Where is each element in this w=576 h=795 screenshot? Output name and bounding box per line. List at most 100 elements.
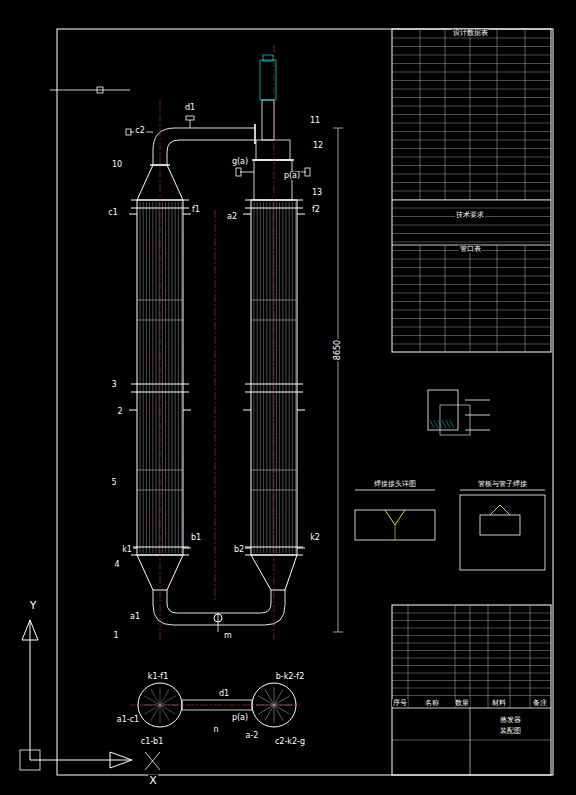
outline — [57, 29, 553, 775]
stroke — [297, 214, 305, 215]
stroke — [392, 688, 551, 689]
stroke — [297, 410, 305, 411]
callout-label: 11 — [309, 117, 321, 125]
callout-label: 13 — [311, 189, 323, 197]
stroke — [392, 695, 551, 696]
stroke — [465, 400, 490, 401]
table-text: 序号 — [392, 700, 408, 707]
stroke — [168, 202, 169, 553]
stroke — [263, 202, 264, 553]
table-text: 装配图 — [499, 728, 522, 735]
outline — [392, 29, 551, 352]
outline — [254, 160, 292, 200]
stroke — [392, 740, 551, 741]
stroke — [470, 29, 471, 200]
callout-label: a1-c1 — [116, 716, 140, 724]
callout-label: 4 — [113, 561, 120, 569]
stroke — [465, 415, 490, 416]
stroke — [243, 214, 251, 215]
stroke — [392, 131, 551, 132]
stroke — [140, 202, 141, 553]
stroke — [392, 72, 551, 73]
stroke — [282, 202, 283, 553]
stroke — [392, 225, 551, 226]
table-text: 技术要求 — [455, 212, 485, 219]
stroke — [145, 752, 160, 770]
stroke — [470, 708, 471, 775]
stroke — [279, 202, 280, 553]
callout-label: 1 — [112, 632, 119, 640]
callout-label: c2-k2-g — [274, 738, 306, 746]
stroke — [392, 80, 551, 81]
stroke — [392, 628, 551, 629]
table-text: 设计数据表 — [452, 30, 489, 37]
stroke — [183, 410, 191, 411]
callout-label: k1 — [121, 546, 133, 554]
callout-label: a-2 — [245, 732, 260, 740]
callout-label: b2 — [233, 546, 245, 554]
callout-label: b1 — [190, 534, 202, 542]
stroke — [392, 38, 551, 39]
stroke — [392, 301, 551, 302]
stroke — [392, 46, 551, 47]
stroke — [160, 100, 161, 640]
stroke — [392, 680, 551, 681]
stroke — [274, 696, 290, 705]
outline — [263, 55, 273, 61]
stroke — [143, 202, 144, 553]
callout-label: k2 — [309, 534, 321, 542]
stroke — [525, 245, 526, 352]
stroke — [525, 29, 526, 200]
stroke — [215, 210, 216, 600]
callout-label: c1 — [107, 209, 119, 217]
stroke — [530, 605, 531, 708]
stroke — [392, 293, 551, 294]
stroke — [30, 760, 130, 761]
callout-label: 5 — [110, 479, 117, 487]
axis-label: Y — [29, 600, 38, 611]
stroke — [392, 55, 551, 56]
stroke — [392, 267, 551, 268]
callout-label: b-k2-f2 — [275, 673, 305, 681]
stroke — [144, 696, 160, 705]
outline — [260, 60, 276, 100]
outline — [97, 87, 103, 93]
stroke — [392, 200, 551, 201]
stroke — [460, 490, 545, 491]
callout-label: d1 — [218, 690, 230, 698]
stroke — [392, 344, 551, 345]
stroke — [254, 124, 256, 144]
stroke — [420, 29, 421, 200]
stroke — [181, 202, 182, 553]
pipe — [110, 752, 132, 768]
table-text: 数量 — [454, 700, 470, 707]
stroke — [392, 276, 551, 277]
stroke — [151, 689, 160, 705]
pipe — [167, 590, 271, 613]
stroke — [392, 665, 551, 666]
stroke — [160, 705, 169, 721]
stroke — [151, 705, 160, 721]
stroke — [276, 202, 277, 553]
stroke — [392, 123, 551, 124]
stroke — [266, 202, 267, 553]
table-text: 管口表 — [459, 246, 482, 253]
stroke — [392, 635, 551, 636]
pipe — [167, 140, 255, 165]
stroke — [274, 705, 275, 723]
outline — [428, 390, 458, 430]
stroke — [392, 613, 551, 614]
stroke — [497, 29, 498, 200]
stroke — [286, 202, 287, 553]
stroke — [392, 106, 551, 107]
stroke — [392, 650, 551, 651]
stroke — [289, 202, 290, 553]
stroke — [297, 548, 305, 549]
stroke — [274, 705, 283, 721]
pipe — [385, 510, 405, 525]
outline — [480, 515, 520, 535]
callout-label: d1 — [184, 104, 196, 112]
stroke — [160, 696, 176, 705]
callout-label: a1 — [129, 613, 141, 621]
stroke — [160, 705, 161, 723]
